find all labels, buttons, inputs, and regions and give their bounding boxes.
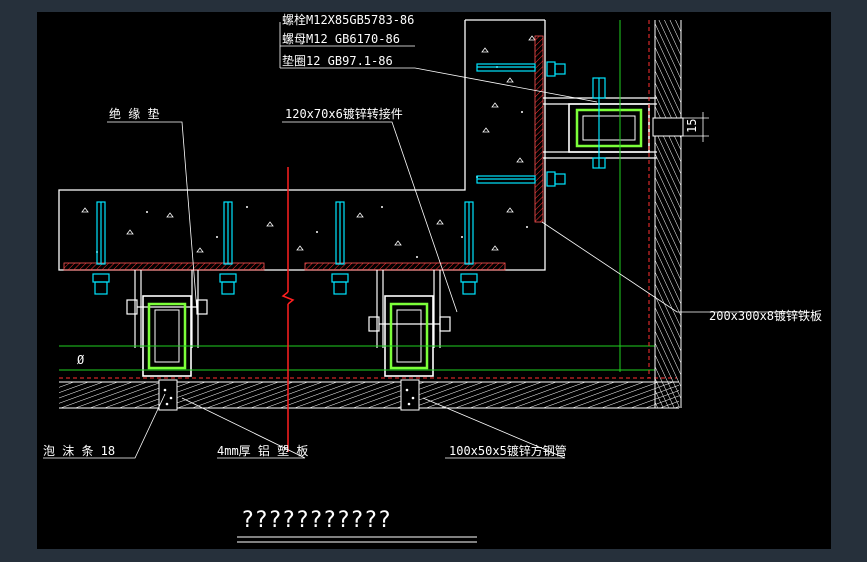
diameter-symbol: Ø — [77, 353, 85, 367]
washer-spec-label: 垫圈12 GB97.1-86 — [282, 53, 393, 68]
concrete-wall — [58, 19, 546, 271]
steel-tube-left — [142, 295, 192, 377]
bolt-spec-label: 螺栓M12X85GB5783-86 — [282, 12, 414, 27]
steel-plates — [63, 35, 544, 271]
nut-spec-label: 螺母M12 GB6170-86 — [282, 32, 400, 46]
drawing-title: ??????????? — [242, 508, 392, 533]
dimension-label: 15 — [685, 119, 699, 133]
adapter-brackets — [126, 97, 657, 348]
aluminum-panel-bottom — [59, 377, 679, 411]
insulation-pad-label: 绝 缘 垫 — [109, 106, 159, 121]
panel-label: 4mm厚 铝 塑 板 — [217, 443, 308, 458]
title-underline — [237, 536, 477, 543]
dimension-15 — [683, 112, 709, 142]
anchor-bolts — [92, 61, 566, 295]
drawing-canvas: 15 螺栓M12X85GB5783-86 螺母M12 GB6170-86 垫圈1… — [37, 12, 831, 549]
plate-label: 200x300x8镀锌铁板 — [709, 309, 822, 323]
aluminum-panel-side — [648, 20, 684, 408]
steel-tube-side — [568, 77, 650, 169]
grid-lines — [59, 20, 655, 372]
tube-label: 100x50x5镀锌方钢管 — [449, 443, 567, 458]
adapter-label: 120x70x6镀锌转接件 — [285, 106, 403, 121]
cad-drawing: 15 螺栓M12X85GB5783-86 螺母M12 GB6170-86 垫圈1… — [43, 12, 822, 543]
foam-strip-label: 泡 沫 条 18 — [43, 444, 115, 458]
break-line — [281, 167, 295, 452]
steel-tube-right — [384, 295, 434, 377]
leader-lines — [43, 22, 810, 459]
